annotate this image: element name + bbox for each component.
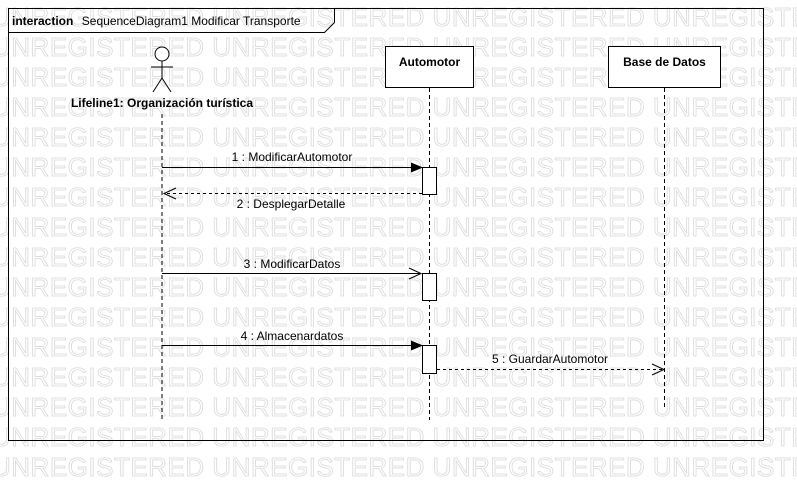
lifeline-base-de-datos: Base de Datos bbox=[608, 46, 721, 410]
actor-stick-figure-icon bbox=[151, 46, 173, 93]
open-arrowhead-icon bbox=[408, 267, 423, 280]
lifeline-actor: Lifeline1: Organización turística bbox=[71, 46, 253, 420]
activation-bar bbox=[422, 167, 437, 195]
open-arrowhead-icon bbox=[651, 363, 666, 376]
activation-bar bbox=[422, 273, 437, 301]
interaction-frame: interaction SequenceDiagram1 Modificar T… bbox=[8, 8, 764, 441]
message-label: 3 : ModificarDatos bbox=[244, 257, 341, 271]
message-label: 2 : DesplegarDetalle bbox=[237, 197, 346, 211]
message-4: 4 : Almacenardatos bbox=[162, 329, 423, 351]
message-3: 3 : ModificarDatos bbox=[162, 257, 423, 280]
lifeline-automotor: Automotor bbox=[385, 46, 474, 420]
activation-bar bbox=[422, 345, 437, 374]
base-de-datos-head bbox=[608, 46, 721, 88]
base-de-datos-label: Base de Datos bbox=[623, 55, 706, 69]
frame-name: SequenceDiagram1 Modificar Transporte bbox=[82, 14, 301, 28]
message-1: 1 : ModificarAutomotor bbox=[162, 150, 423, 173]
automotor-label: Automotor bbox=[399, 55, 461, 69]
message-2: 2 : DesplegarDetalle bbox=[162, 187, 422, 211]
automotor-head bbox=[385, 46, 474, 88]
message-label: 1 : ModificarAutomotor bbox=[232, 150, 353, 164]
frame-label: interaction SequenceDiagram1 Modificar T… bbox=[12, 12, 301, 29]
message-label: 4 : Almacenardatos bbox=[241, 329, 344, 343]
open-arrowhead-icon bbox=[162, 187, 177, 200]
actor-label: Lifeline1: Organización turística bbox=[71, 96, 253, 110]
message-5: 5 : GuardarAutomotor bbox=[437, 352, 666, 376]
message-label: 5 : GuardarAutomotor bbox=[492, 352, 608, 366]
frame-keyword: interaction bbox=[12, 14, 73, 28]
